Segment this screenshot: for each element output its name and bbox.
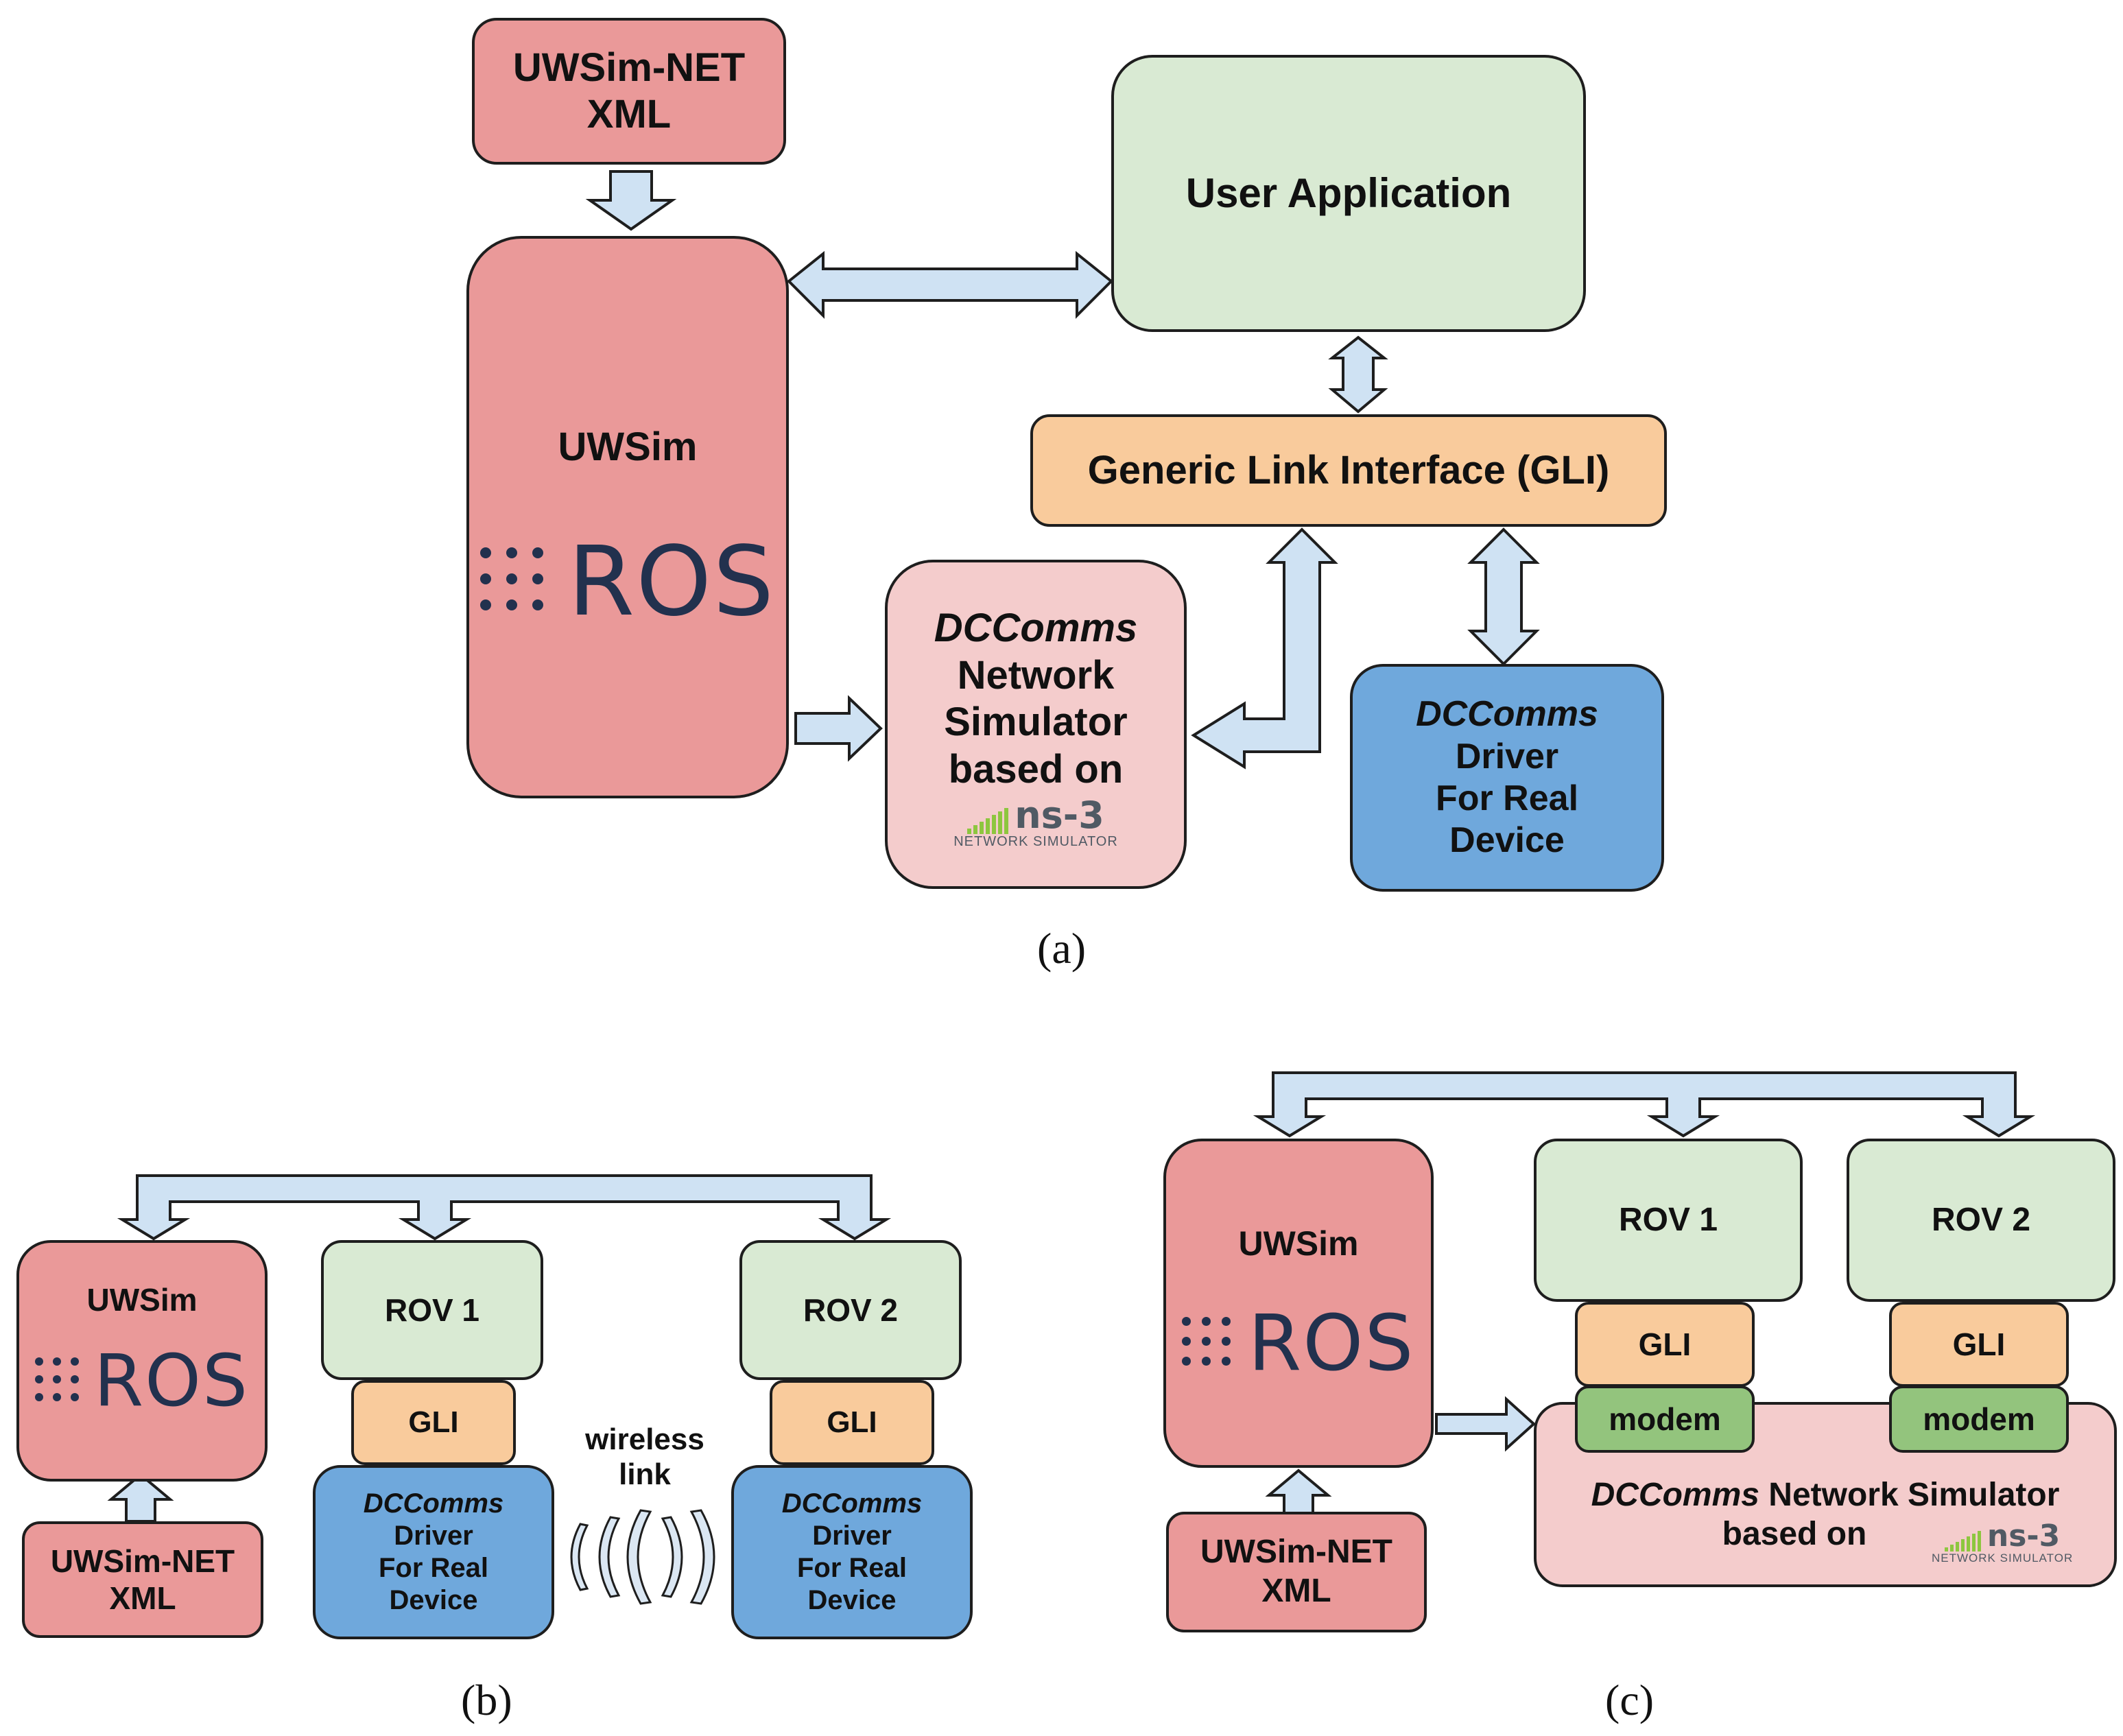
arrow-uwsim-to-sim: [794, 695, 883, 762]
arrow-user-app-gli: [1328, 335, 1388, 414]
a-driver-line3: Device: [1449, 820, 1565, 861]
a-ros-logo: ROS: [479, 525, 776, 639]
b-driver1-line2: For Real: [378, 1553, 489, 1583]
b-wireless-link-label: wireless link: [562, 1423, 727, 1492]
c-uwsim-box: UWSim ROS: [1163, 1139, 1434, 1468]
a-gli-box: Generic Link Interface (GLI): [1030, 414, 1667, 527]
c-rov2-box: ROV 2: [1847, 1139, 2115, 1302]
c-modem2-label: modem: [1923, 1401, 2035, 1437]
a-xml-line1: UWSim-NET: [512, 45, 746, 90]
arrow-xml-to-uwsim: [585, 170, 677, 231]
b-driver2-line3: Device: [807, 1585, 897, 1616]
b-rov1-label: ROV 1: [384, 1292, 480, 1328]
arrow-gli-to-driver: [1467, 527, 1540, 666]
b-ros-logo: ROS: [34, 1339, 250, 1423]
c-gli2-box: GLI: [1889, 1302, 2069, 1387]
arrow-bus-c: [1253, 1071, 2036, 1138]
arrow-uwsim-to-sim-c: [1435, 1396, 1536, 1452]
c-sim-line2: based on: [1722, 1515, 1867, 1552]
b-uwsim-label: UWSim: [86, 1282, 198, 1318]
arrow-uwsim-user-app: [787, 250, 1113, 319]
c-modem2-box: modem: [1889, 1386, 2069, 1453]
b-driver2-line2: For Real: [796, 1553, 908, 1583]
b-driver2-dccomms-label: DCComms: [781, 1488, 923, 1519]
a-sim-line3: based on: [948, 746, 1124, 792]
a-ns3-sub: NETWORK SIMULATOR: [953, 834, 1118, 850]
b-rov1-box: ROV 1: [321, 1240, 543, 1380]
a-ns3-word: ns-3: [1015, 794, 1104, 837]
ros-dots-icon: [1182, 1317, 1235, 1370]
b-xml-line2: XML: [109, 1580, 176, 1616]
c-ros-logo: ROS: [1182, 1298, 1414, 1389]
a-sim-line1: Network: [957, 652, 1115, 698]
a-user-application-label: User Application: [1185, 169, 1512, 216]
b-xml-line1: UWSim-NET: [50, 1543, 235, 1579]
b-uwsim-net-xml-box: UWSim-NET XML: [22, 1521, 263, 1638]
c-gli1-label: GLI: [1638, 1326, 1692, 1362]
a-sim-dccomms-label: DCComms: [934, 606, 1138, 651]
arrow-gli-to-sim: [1191, 527, 1338, 770]
a-sim-line2: Simulator: [944, 700, 1128, 745]
c-ns3-sub: NETWORK SIMULATOR: [1932, 1551, 2074, 1565]
b-wireless-line1: wireless: [585, 1423, 704, 1456]
a-user-application-box: User Application: [1111, 55, 1586, 332]
a-ros-text: ROS: [567, 526, 776, 639]
c-xml-line1: UWSim-NET: [1200, 1534, 1392, 1571]
b-rov2-box: ROV 2: [739, 1240, 962, 1380]
arrow-bus-b: [117, 1174, 892, 1241]
a-driver-line1: Driver: [1455, 736, 1559, 776]
c-ros-text: ROS: [1248, 1299, 1415, 1388]
arrow-xml-to-uwsim-b: [107, 1473, 174, 1523]
c-uwsim-label: UWSim: [1238, 1224, 1359, 1263]
c-rov1-box: ROV 1: [1534, 1139, 1803, 1302]
b-gli1-box: GLI: [351, 1380, 516, 1465]
c-sim-line1: DCComms Network Simulator: [1591, 1476, 2060, 1515]
c-rov2-label: ROV 2: [1931, 1201, 2031, 1238]
wireless-waves-icon: [570, 1509, 715, 1605]
b-rov2-label: ROV 2: [803, 1292, 899, 1328]
c-xml-line2: XML: [1261, 1573, 1331, 1609]
b-driver2-line1: Driver: [812, 1520, 892, 1551]
c-gli2-label: GLI: [1952, 1326, 2006, 1362]
a-driver-line2: For Real: [1435, 778, 1579, 818]
arrow-xml-to-uwsim-c: [1265, 1469, 1332, 1519]
c-gli1-box: GLI: [1575, 1302, 1755, 1387]
c-rov1-label: ROV 1: [1618, 1201, 1718, 1238]
ros-dots-icon: [34, 1357, 83, 1405]
a-caption: (a): [1037, 924, 1087, 973]
b-ros-text: ROS: [93, 1339, 250, 1423]
a-uwsim-label: UWSim: [558, 425, 698, 469]
a-uwsim-box: UWSim ROS: [466, 236, 789, 798]
c-ns3-word: ns-3: [1986, 1519, 2061, 1554]
c-ns3-logo: ns-3 NETWORK SIMULATOR: [1932, 1521, 2073, 1565]
ns3-signal-bars-icon: [967, 808, 1010, 835]
b-driver2-box: DCComms Driver For Real Device: [731, 1465, 973, 1639]
b-driver1-dccomms-label: DCComms: [363, 1488, 504, 1519]
ns3-signal-bars-icon: [1944, 1531, 1983, 1551]
a-ns3-logo: ns-3 NETWORK SIMULATOR: [953, 797, 1118, 851]
a-xml-line2: XML: [586, 92, 672, 136]
c-modem1-label: modem: [1609, 1401, 1721, 1437]
b-gli2-box: GLI: [770, 1380, 934, 1465]
a-dccomms-sim-box: DCComms Network Simulator based on ns-3 …: [885, 560, 1187, 889]
b-caption: (b): [461, 1676, 512, 1724]
c-caption: (c): [1605, 1676, 1654, 1724]
a-dccomms-driver-box: DCComms Driver For Real Device: [1350, 664, 1664, 892]
b-gli1-label: GLI: [408, 1405, 459, 1440]
a-gli-label: Generic Link Interface (GLI): [1087, 447, 1610, 492]
b-gli2-label: GLI: [827, 1405, 877, 1440]
a-driver-dccomms-label: DCComms: [1416, 694, 1598, 735]
c-sim-line1-rest: Network Simulator: [1759, 1477, 2060, 1513]
b-uwsim-box: UWSim ROS: [16, 1240, 268, 1482]
c-sim-dccomms-label: DCComms: [1591, 1477, 1759, 1513]
b-driver1-box: DCComms Driver For Real Device: [313, 1465, 554, 1639]
b-driver1-line3: Device: [389, 1585, 478, 1616]
a-uwsim-net-xml-box: UWSim-NET XML: [472, 18, 786, 165]
c-modem1-box: modem: [1575, 1386, 1755, 1453]
ros-dots-icon: [479, 547, 550, 617]
b-driver1-line1: Driver: [394, 1520, 473, 1551]
c-uwsim-net-xml-box: UWSim-NET XML: [1166, 1512, 1427, 1632]
b-wireless-line2: link: [619, 1457, 671, 1491]
